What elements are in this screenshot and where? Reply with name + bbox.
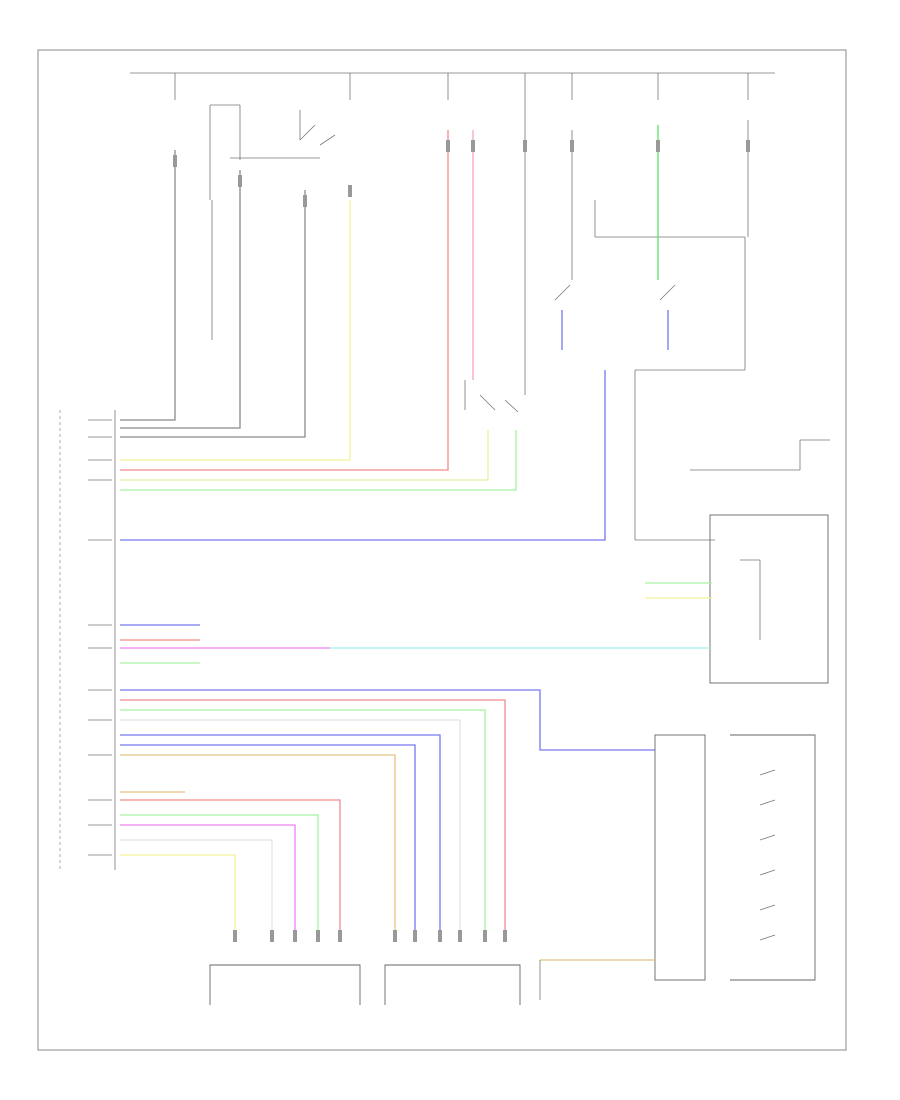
throttle-body [209, 964, 361, 1005]
red-wires [120, 130, 474, 471]
blue-wire-cruise [120, 689, 655, 751]
blue-wire-upper [120, 370, 606, 541]
ecu-pin-ticks [88, 419, 112, 856]
green-wires-mid [120, 430, 517, 491]
combination-meter [635, 439, 830, 684]
connector-markers [173, 140, 750, 942]
cruise-control-switch [730, 734, 816, 981]
ecu-mid-wires [120, 624, 710, 664]
accel-sensor-wires [120, 699, 506, 940]
fuse-drops [174, 73, 749, 100]
diagram-frame [37, 49, 847, 1051]
gray-wires-top-left [120, 150, 306, 438]
spiral-cable [539, 734, 706, 1000]
relay-switch [209, 104, 336, 200]
throttle-wires [120, 791, 341, 940]
yellow-wire [120, 200, 351, 461]
accelerator-pedal-sensor [384, 964, 521, 1005]
switch-block-right [554, 120, 749, 540]
